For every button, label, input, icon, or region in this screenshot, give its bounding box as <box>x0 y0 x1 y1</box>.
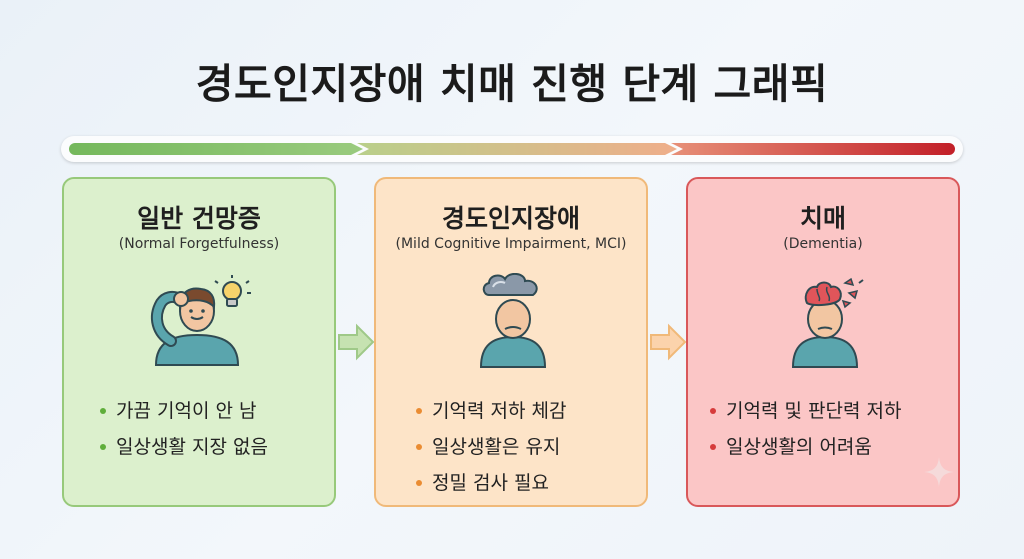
progress-segment-1 <box>69 143 363 155</box>
list-item: 기억력 및 판단력 저하 <box>708 393 901 429</box>
stage-bullets: 기억력 및 판단력 저하 일상생활의 어려움 <box>708 393 901 465</box>
stage-subtitle: (Dementia) <box>783 236 863 252</box>
progression-bar <box>61 136 963 162</box>
stage-card-mci: 경도인지장애 (Mild Cognitive Impairment, MCI) … <box>374 177 648 507</box>
stage-card-normal: 일반 건망증 (Normal Forgetfulness) 가끔 기억이 안 남… <box>62 177 336 507</box>
sparkle-icon <box>924 457 954 487</box>
stage-subtitle: (Normal Forgetfulness) <box>118 236 280 252</box>
page-title: 경도인지장애 치매 진행 단계 그래픽 <box>195 60 829 108</box>
stage-title: 치매 <box>799 204 846 233</box>
stage-title: 일반 건망증 <box>137 204 261 233</box>
progress-segment-3 <box>671 143 955 155</box>
person-scratching-head-lightbulb-icon <box>150 275 251 366</box>
person-cloud-over-head-icon <box>479 273 547 368</box>
stage-card-dementia: 치매 (Dementia) 기억력 및 판단력 저하 일상생활의 어려움 <box>686 177 960 507</box>
list-item: 일상생활 지장 없음 <box>98 429 268 465</box>
person-broken-brain-icon <box>791 277 864 368</box>
list-item: 일상생활은 유지 <box>414 429 566 465</box>
stage-bullets: 기억력 저하 체감 일상생활은 유지 정밀 검사 필요 <box>414 393 566 501</box>
arrow-right-icon <box>338 323 375 361</box>
list-item: 가끔 기억이 안 남 <box>98 393 268 429</box>
progress-segment-2 <box>357 143 677 155</box>
list-item: 일상생활의 어려움 <box>708 429 901 465</box>
stage-title: 경도인지장애 <box>441 204 580 233</box>
stage-subtitle: (Mild Cognitive Impairment, MCI) <box>395 236 627 252</box>
stage-bullets: 가끔 기억이 안 남 일상생활 지장 없음 <box>98 393 268 465</box>
list-item: 기억력 저하 체감 <box>414 393 566 429</box>
list-item: 정밀 검사 필요 <box>414 465 566 501</box>
arrow-right-icon <box>650 323 687 361</box>
